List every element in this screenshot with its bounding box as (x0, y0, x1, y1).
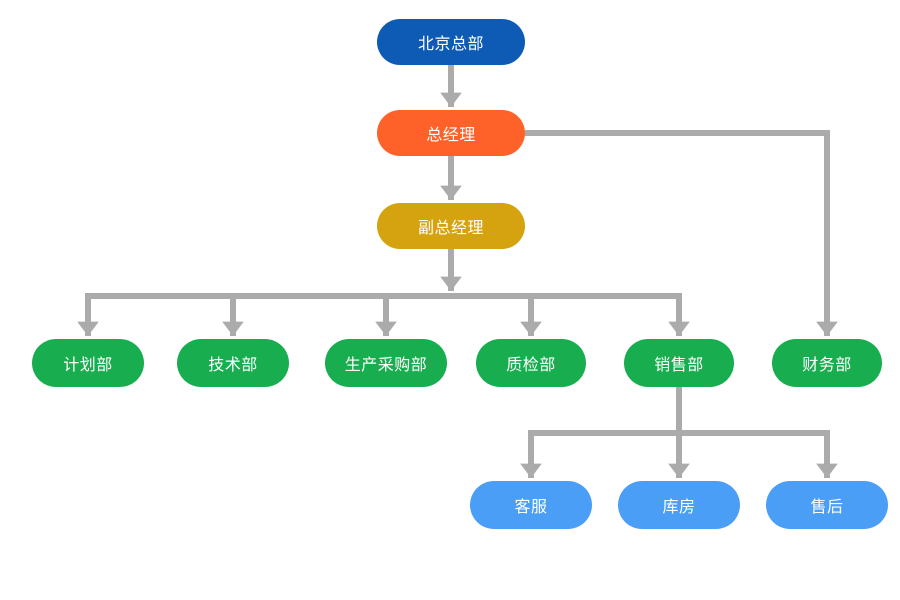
node-beijing-hq[interactable]: 北京总部 (377, 19, 525, 65)
node-general-manager[interactable]: 总经理 (377, 110, 525, 156)
node-planning-dept[interactable]: 计划部 (32, 339, 144, 387)
node-customer-service[interactable]: 客服 (470, 481, 592, 529)
node-deputy-general-manager[interactable]: 副总经理 (377, 203, 525, 249)
node-production-procurement-dept[interactable]: 生产采购部 (325, 339, 447, 387)
node-sales-dept[interactable]: 销售部 (624, 339, 734, 387)
node-finance-dept[interactable]: 财务部 (772, 339, 882, 387)
edge-gm-to-finance (525, 130, 838, 336)
node-technology-dept[interactable]: 技术部 (177, 339, 289, 387)
node-quality-inspection-dept[interactable]: 质检部 (476, 339, 586, 387)
node-warehouse[interactable]: 库房 (618, 481, 740, 529)
node-after-sales[interactable]: 售后 (766, 481, 888, 529)
